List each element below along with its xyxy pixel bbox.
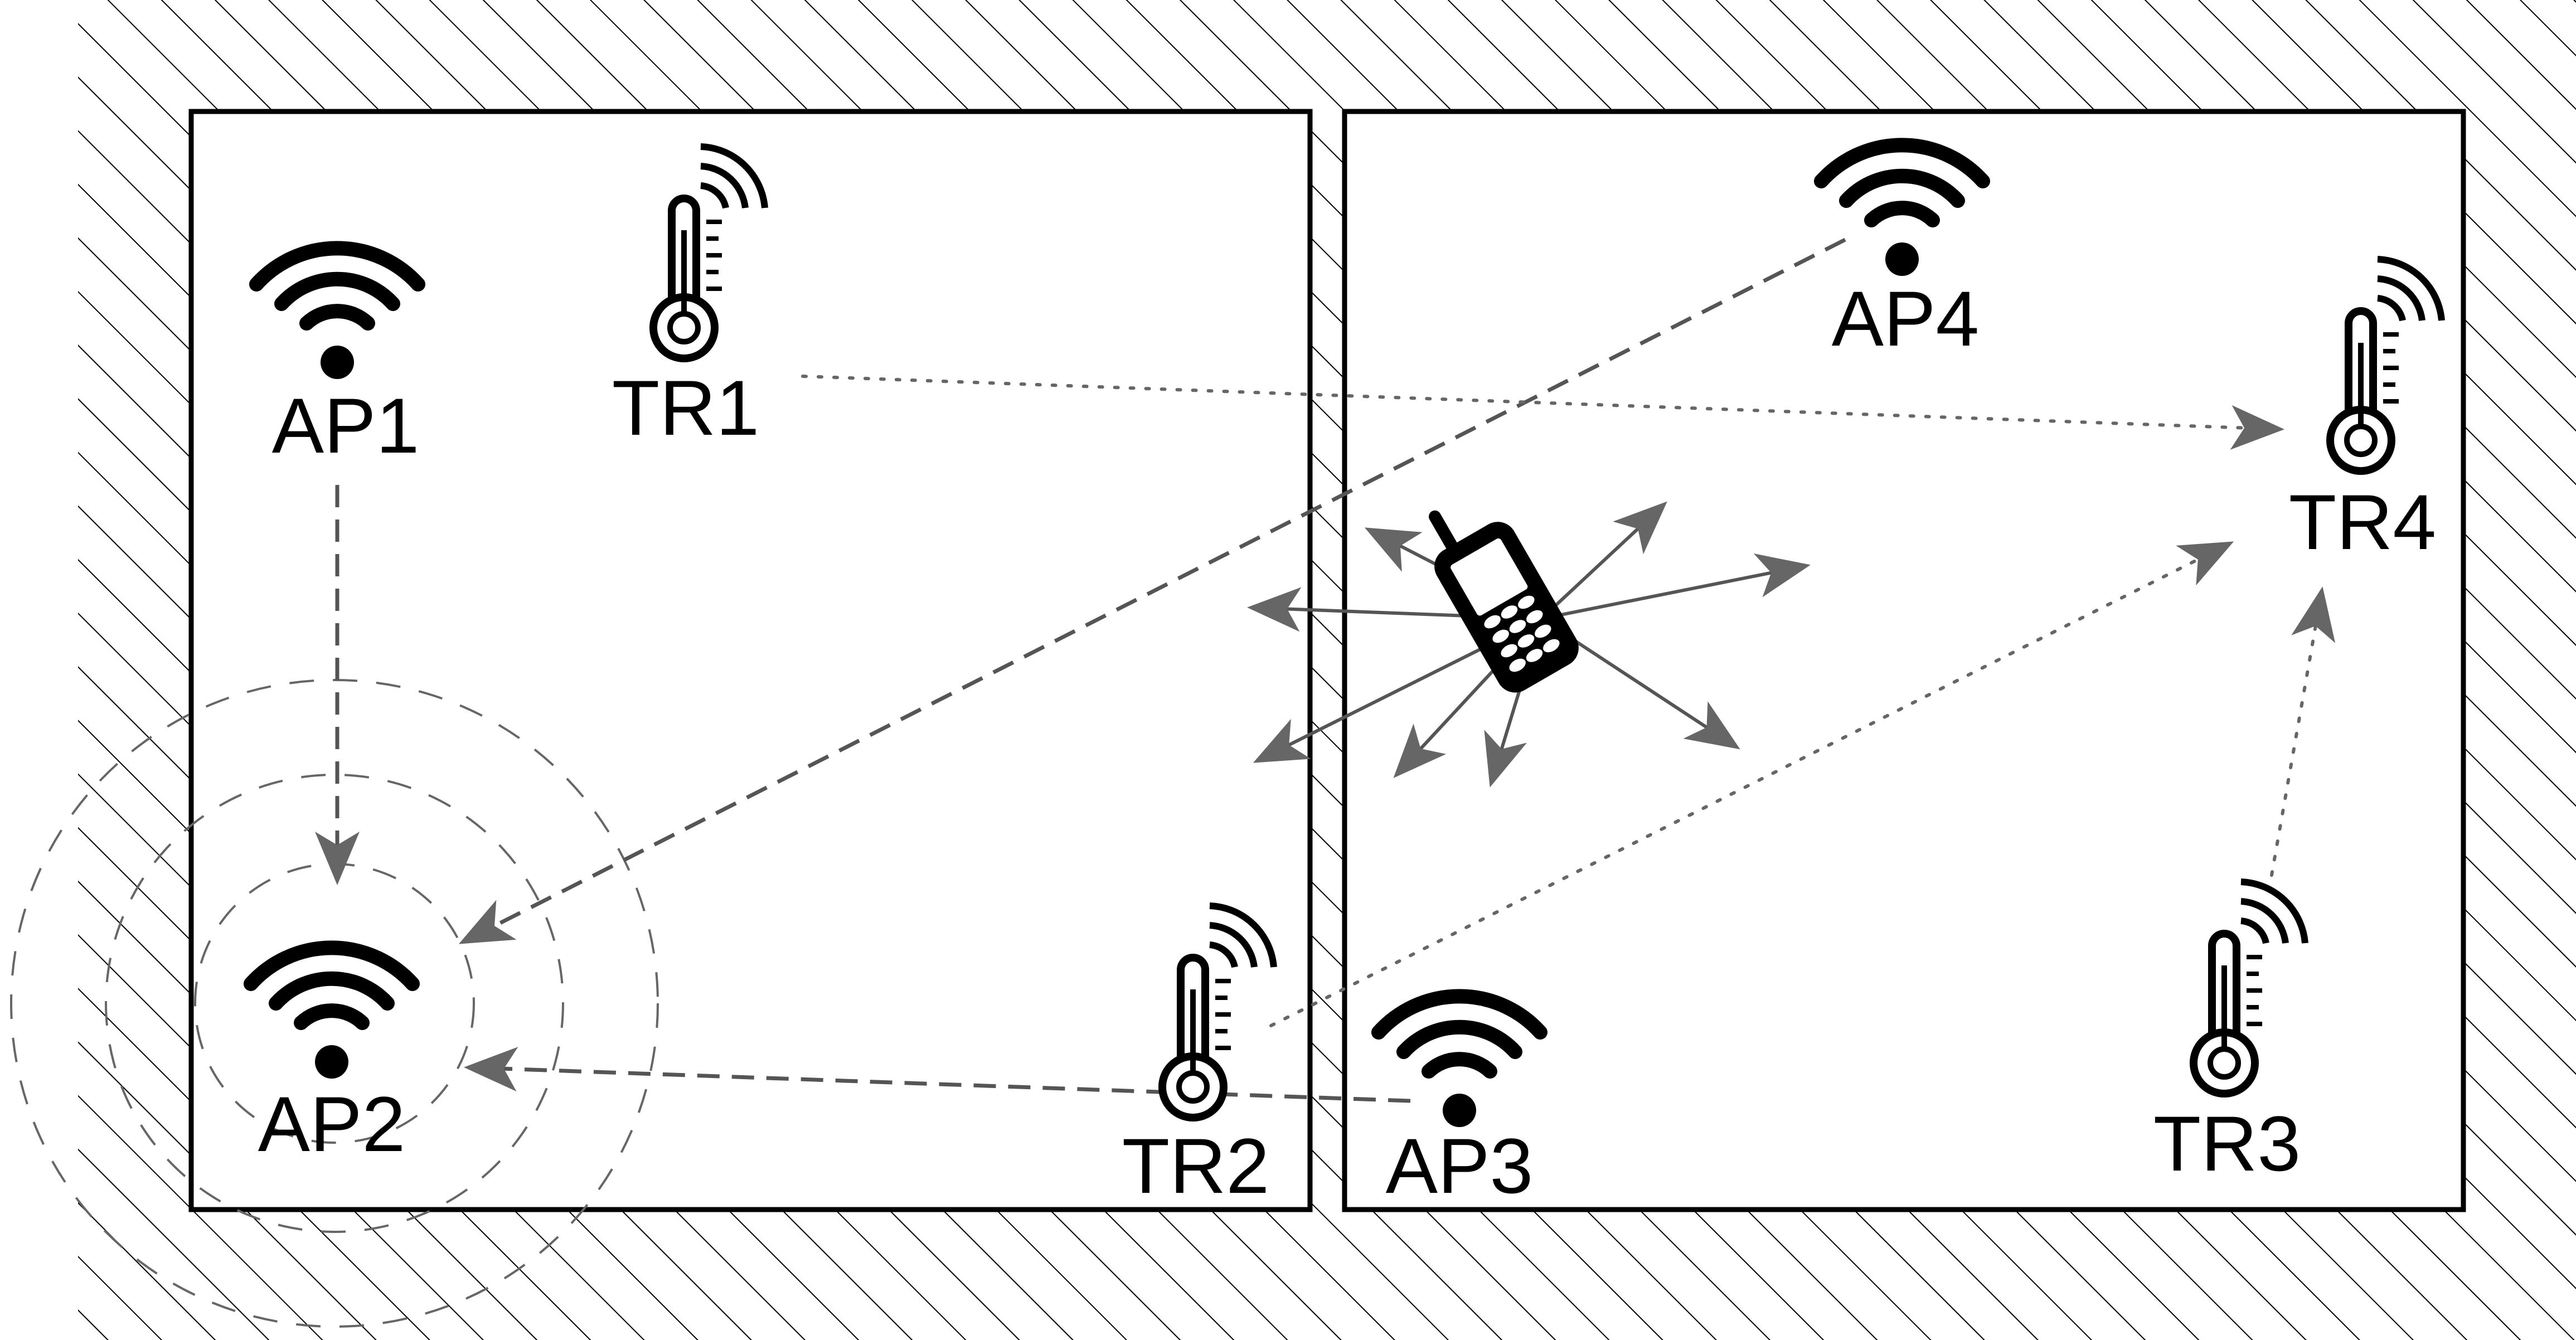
link-tr1-tr4 [801, 375, 2284, 450]
tr2-label: TR2 [1122, 1122, 1269, 1210]
ap4-label: AP4 [1832, 275, 1980, 362]
ap3-node: AP3 [1379, 996, 1540, 1210]
ap2-node: AP2 [251, 948, 413, 1168]
ap4-node: AP4 [1821, 145, 1983, 362]
link-ap3-ap2 [464, 1047, 1411, 1103]
link-tr2-tr4 [1269, 541, 2234, 1027]
link-ap4-ap2 [458, 237, 1846, 944]
tr3-label: TR3 [2153, 1100, 2301, 1187]
ap2-label: AP2 [258, 1080, 406, 1168]
link-tr3-tr4 [2270, 586, 2336, 877]
tr4-node: TR4 [2289, 259, 2442, 566]
ap3-label: AP3 [1386, 1122, 1534, 1210]
mobile-phone-icon [1429, 510, 1579, 693]
ap1-label: AP1 [272, 382, 420, 469]
tr2-node: TR2 [1122, 906, 1274, 1210]
tr1-label: TR1 [612, 364, 759, 451]
tr1-node: TR1 [612, 147, 765, 451]
tr3-node: TR3 [2153, 882, 2305, 1187]
ap1-node: AP1 [256, 248, 419, 469]
tr4-label: TR4 [2289, 478, 2436, 566]
